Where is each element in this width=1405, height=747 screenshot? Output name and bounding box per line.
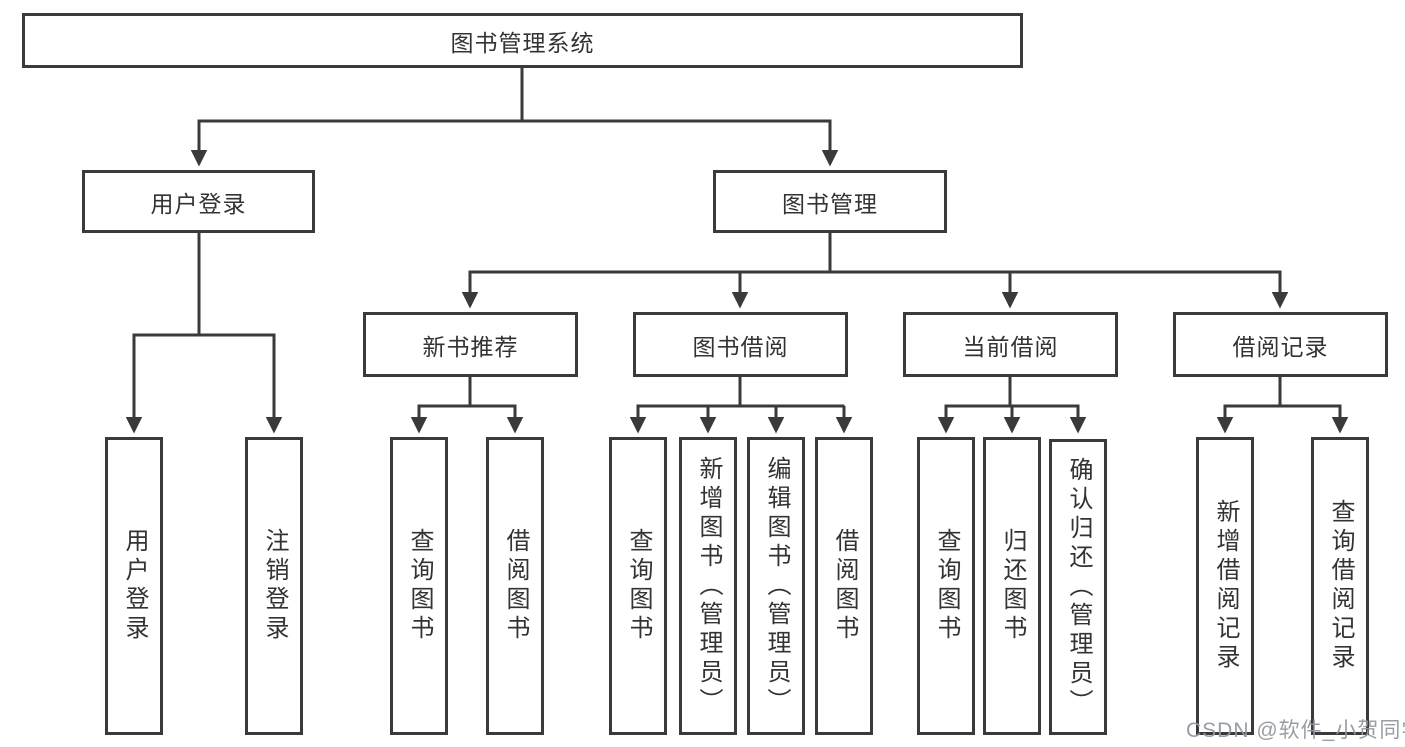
leaf-add-borrow-record-label: 新增借阅记录 — [1212, 499, 1239, 673]
leaf-add-book-admin-label: 新增图书（管理员） — [695, 455, 722, 717]
node-root-system: 图书管理系统 — [22, 13, 1023, 68]
leaf-query-borrow-record-label: 查询借阅记录 — [1327, 499, 1354, 673]
leaf-return-books: 归还图书 — [983, 437, 1041, 735]
node-root-label: 图书管理系统 — [450, 29, 595, 56]
leaf-user-login-label: 用户登录 — [121, 528, 148, 644]
csdn-watermark: CSDN @软件_小贺同学 — [1186, 719, 1405, 742]
leaf-query-books-current: 查询图书 — [917, 437, 975, 735]
node-new-book-recommend-label: 新书推荐 — [422, 333, 519, 360]
leaf-query-books-borrow-label: 查询图书 — [625, 528, 652, 644]
node-current-borrow-label: 当前借阅 — [962, 333, 1059, 360]
leaf-edit-book-admin: 编辑图书（管理员） — [747, 437, 805, 735]
leaf-query-borrow-record: 查询借阅记录 — [1311, 437, 1369, 735]
leaf-query-books-borrow: 查询图书 — [609, 437, 667, 735]
leaf-add-borrow-record: 新增借阅记录 — [1196, 437, 1254, 735]
node-borrow-records: 借阅记录 — [1173, 312, 1388, 377]
leaf-borrow-books-borrow: 借阅图书 — [815, 437, 873, 735]
leaf-logout: 注销登录 — [245, 437, 303, 735]
leaf-query-books-recommend: 查询图书 — [390, 437, 448, 735]
node-new-book-recommend: 新书推荐 — [363, 312, 578, 377]
leaf-borrow-books-recommend: 借阅图书 — [486, 437, 544, 735]
leaf-borrow-books-borrow-label: 借阅图书 — [831, 528, 858, 644]
leaf-confirm-return-admin-label: 确认归还（管理员） — [1065, 456, 1092, 718]
leaf-confirm-return-admin: 确认归还（管理员） — [1049, 439, 1107, 735]
leaf-query-books-current-label: 查询图书 — [933, 528, 960, 644]
leaf-return-books-label: 归还图书 — [999, 528, 1026, 644]
leaf-add-book-admin: 新增图书（管理员） — [679, 437, 737, 735]
node-user-login-label: 用户登录 — [150, 190, 247, 217]
node-book-borrow-label: 图书借阅 — [692, 333, 789, 360]
node-book-borrow: 图书借阅 — [633, 312, 848, 377]
leaf-logout-label: 注销登录 — [261, 528, 288, 644]
leaf-user-login: 用户登录 — [105, 437, 163, 735]
leaf-borrow-books-recommend-label: 借阅图书 — [502, 528, 529, 644]
node-book-management: 图书管理 — [713, 170, 947, 233]
leaf-query-books-recommend-label: 查询图书 — [406, 528, 433, 644]
node-user-login: 用户登录 — [82, 170, 315, 233]
leaf-edit-book-admin-label: 编辑图书（管理员） — [763, 455, 790, 717]
node-current-borrow: 当前借阅 — [903, 312, 1118, 377]
node-borrow-records-label: 借阅记录 — [1232, 333, 1329, 360]
node-book-management-label: 图书管理 — [782, 190, 878, 217]
